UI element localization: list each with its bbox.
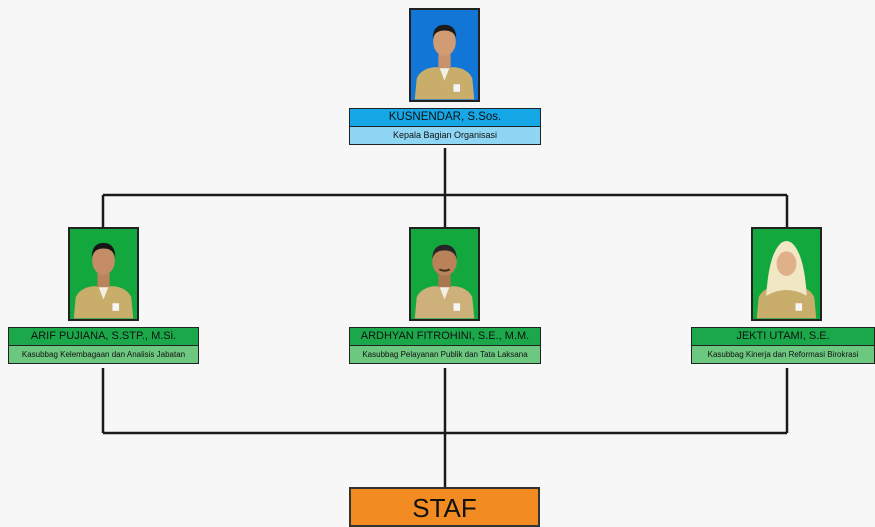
subordinate-2-title: Kasubbag Pelayanan Publik dan Tata Laksa… <box>349 344 541 364</box>
portrait-photo-icon <box>756 240 817 319</box>
subordinate-2-name: ARDHYAN FITROHINI, S.E., M.M. <box>349 327 541 346</box>
subordinate-1-title: Kasubbag Kelembagaan dan Analisis Jabata… <box>8 344 199 364</box>
staff-box: STAF <box>349 487 540 527</box>
subordinate-3-name: JEKTI UTAMI, S.E. <box>691 327 875 346</box>
subordinate-3-photo <box>751 227 822 321</box>
head-photo <box>409 8 480 102</box>
head-title: Kepala Bagian Organisasi <box>349 125 541 145</box>
head-name: KUSNENDAR, S.Sos. <box>349 108 541 127</box>
subordinate-2-photo <box>409 227 480 321</box>
portrait-photo-icon <box>73 242 134 319</box>
portrait-photo-icon <box>414 24 475 100</box>
subordinate-3-title: Kasubbag Kinerja dan Reformasi Birokrasi <box>691 344 875 364</box>
subordinate-2-namebox: ARDHYAN FITROHINI, S.E., M.M. Kasubbag P… <box>349 327 541 364</box>
subordinate-3-namebox: JEKTI UTAMI, S.E. Kasubbag Kinerja dan R… <box>691 327 875 364</box>
head-namebox: KUSNENDAR, S.Sos. Kepala Bagian Organisa… <box>349 108 541 145</box>
subordinate-1-name: ARIF PUJIANA, S.STP., M.Si. <box>8 327 199 346</box>
portrait-photo-icon <box>414 244 475 319</box>
subordinate-1-photo <box>68 227 139 321</box>
subordinate-1-namebox: ARIF PUJIANA, S.STP., M.Si. Kasubbag Kel… <box>8 327 199 364</box>
